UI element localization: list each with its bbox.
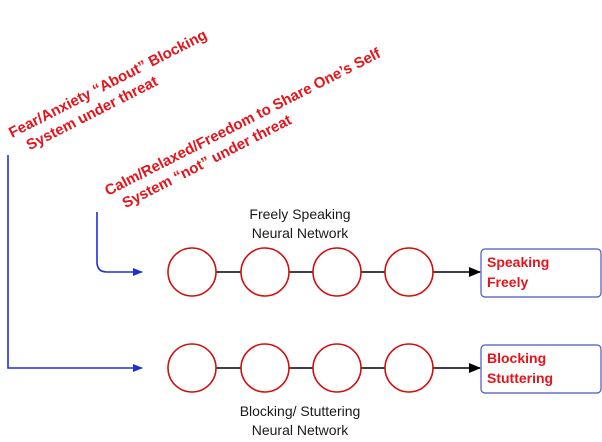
blocking-network-label-line2: Neural Network [252, 422, 349, 438]
neuron-node [167, 343, 217, 393]
freely-network-label-line2: Neural Network [252, 225, 349, 241]
speaking-freely-box: Speaking Freely [480, 248, 602, 298]
output-box-border [480, 344, 602, 394]
neuron-node [167, 247, 217, 297]
threat-label-line1: Fear/Anxiety “About” Blocking [6, 27, 210, 142]
neuron-node [384, 343, 434, 393]
neuron-node [312, 247, 362, 297]
speaking-freely-line1: Speaking [487, 254, 549, 270]
neuron-node [240, 343, 290, 393]
freely-network [167, 247, 481, 297]
blocking-network-label-line1: Blocking/ Stuttering [240, 403, 361, 419]
blocking-stuttering-line2: Stuttering [487, 370, 553, 386]
calm-arrow [96, 212, 143, 276]
neuron-node [384, 247, 434, 297]
blocking-stuttering-line1: Blocking [487, 350, 546, 366]
threat-label: Fear/Anxiety “About” Blocking System und… [6, 27, 210, 154]
speaking-freely-line2: Freely [487, 274, 528, 290]
freely-network-label-line1: Freely Speaking [249, 206, 350, 222]
threat-arrow [7, 155, 143, 372]
neuron-node [312, 343, 362, 393]
blocking-stuttering-box: Blocking Stuttering [480, 344, 602, 394]
output-box-border [480, 248, 602, 298]
neuron-node [240, 247, 290, 297]
blocking-network [167, 343, 481, 393]
